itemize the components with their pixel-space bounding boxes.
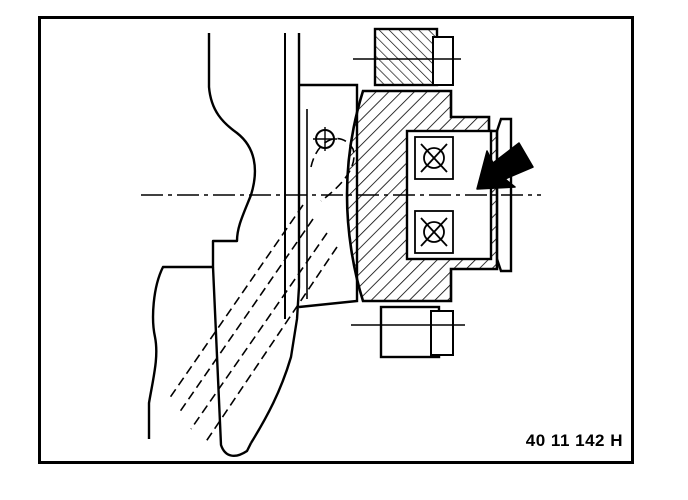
ring-gear-upper xyxy=(353,27,461,87)
bolt-hole xyxy=(313,127,337,151)
arrow-icon xyxy=(476,142,534,190)
ring-gear-lower xyxy=(351,305,465,359)
gear-hub-section xyxy=(345,89,499,303)
housing-casting xyxy=(147,33,301,457)
needle-bearing-upper xyxy=(414,136,454,180)
shaft-hidden-lines xyxy=(168,137,355,444)
reference-code: 40 11 142 H xyxy=(525,431,623,450)
figure-frame: 40 11 142 H xyxy=(38,16,634,464)
technical-drawing xyxy=(141,27,541,457)
needle-bearing-lower xyxy=(414,210,454,254)
